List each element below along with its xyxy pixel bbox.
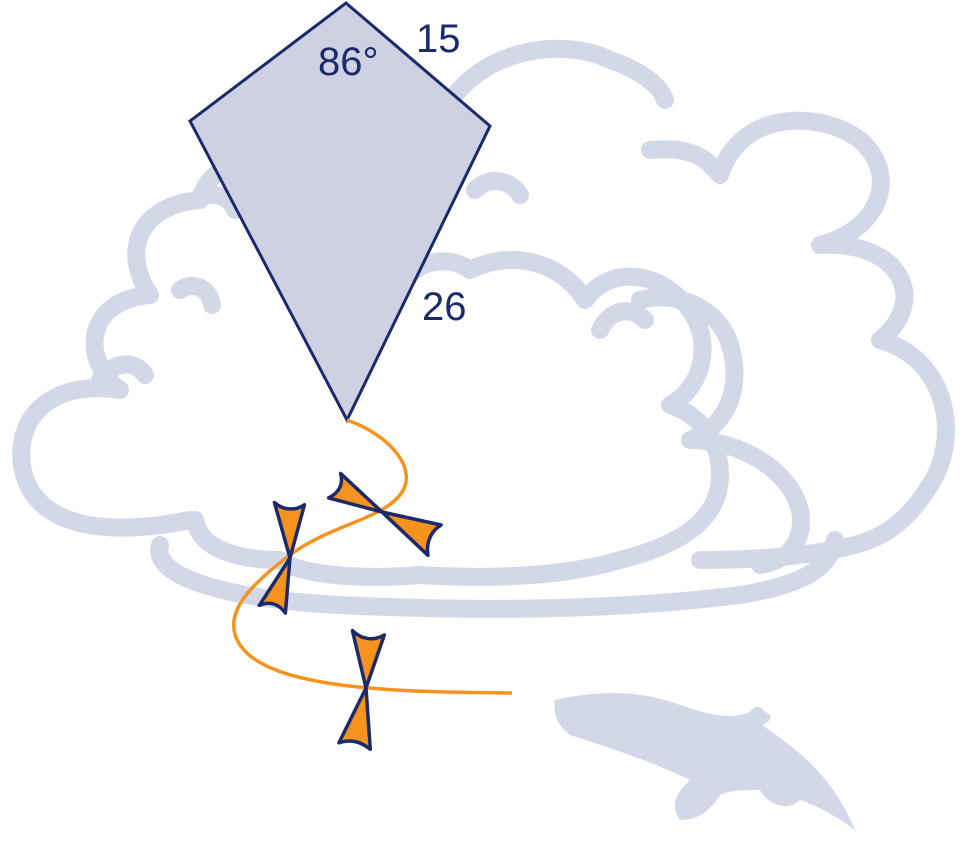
cloud-bottom-outline (150, 531, 844, 618)
cloud-top-right-outline (641, 111, 955, 569)
cloud (12, 39, 955, 618)
angle-label: 86° (318, 40, 379, 84)
tail-bow-lower (337, 628, 387, 751)
bird-silhouette (554, 693, 855, 830)
cloud-puff-left-outline (91, 172, 654, 389)
short-side-label: 15 (416, 17, 461, 61)
tail-bow-middle (257, 500, 307, 615)
long-side-label: 26 (422, 285, 467, 329)
cloud-inner-puff-outline (631, 288, 810, 574)
cloud-inner-outline (186, 251, 729, 586)
cloud-outer-outline (12, 39, 674, 537)
kite-string (232, 418, 513, 695)
tail-bow-upper (326, 471, 443, 558)
